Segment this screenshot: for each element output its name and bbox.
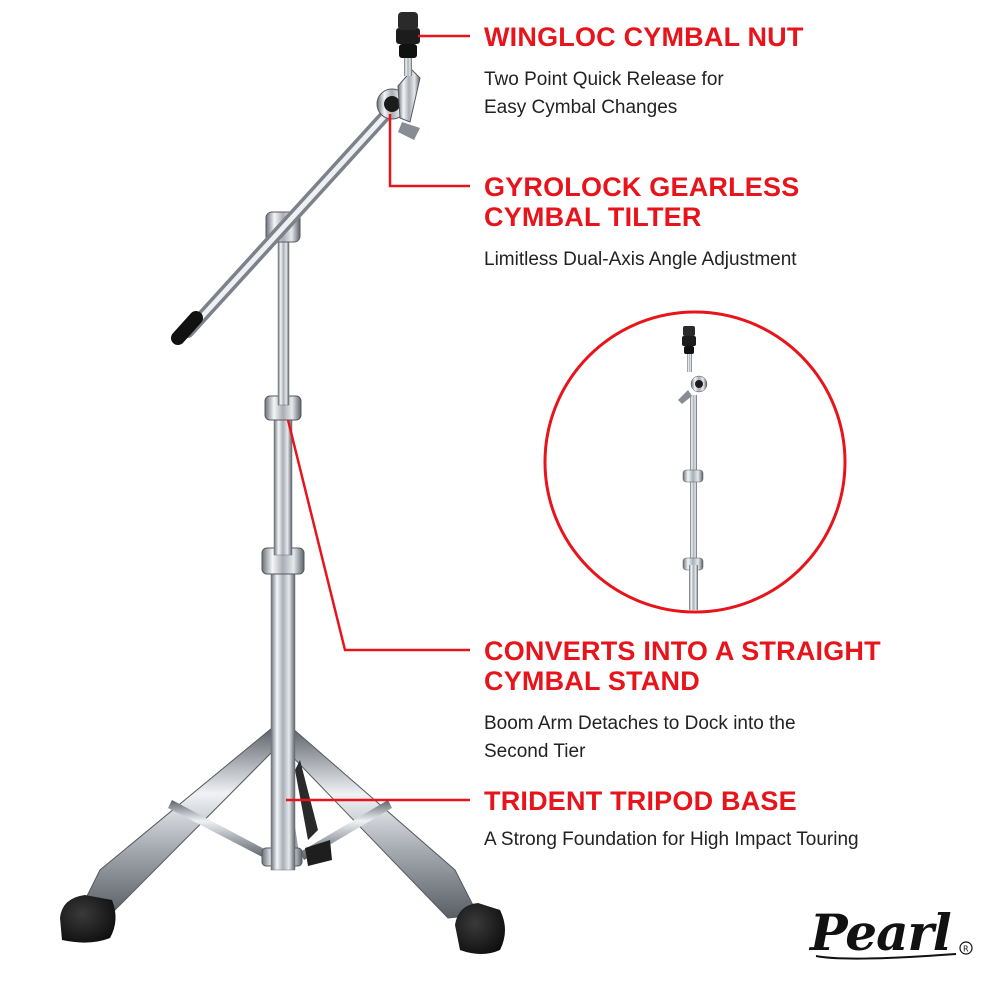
svg-text:R: R <box>963 945 969 954</box>
tripod-base <box>79 727 479 919</box>
feature-description: A Strong Foundation for High Impact Tour… <box>484 829 859 850</box>
boom-cymbal-stand-image <box>60 12 505 954</box>
callout-line-straight <box>286 419 470 652</box>
feature-description: Two Point Quick Release for Easy Cymbal … <box>484 69 724 118</box>
pearl-logo: Pearl R <box>808 903 973 962</box>
boom-arm <box>171 102 398 345</box>
wingloc-cymbal-nut <box>396 12 420 76</box>
feature-wingloc-cymbal-nut: WINGLOC CYMBAL NUT Two Point Quick Relea… <box>484 22 804 122</box>
feature-gyrolock-tilter: GYROLOCK GEARLESS CYMBAL TILTER Limitles… <box>484 172 799 274</box>
feature-title: GYROLOCK GEARLESS CYMBAL TILTER <box>484 172 800 232</box>
straight-cymbal-stand-inset-image <box>543 310 847 614</box>
svg-text:Pearl: Pearl <box>808 903 951 962</box>
feature-title: CONVERTS INTO A STRAIGHT CYMBAL STAND <box>484 636 881 696</box>
feature-title: WINGLOC CYMBAL NUT <box>484 22 804 52</box>
feature-trident-tripod-base: TRIDENT TRIPOD BASE A Strong Foundation … <box>484 786 859 854</box>
callout-line-gyrolock <box>388 114 470 188</box>
feature-title: TRIDENT TRIPOD BASE <box>484 786 797 816</box>
feature-converts-straight-stand: CONVERTS INTO A STRAIGHT CYMBAL STAND Bo… <box>484 636 881 766</box>
callout-lines <box>286 34 470 802</box>
rubber-feet <box>60 895 505 954</box>
feature-description: Boom Arm Detaches to Dock into the Secon… <box>484 713 796 762</box>
gyrolock-tilter <box>376 69 421 140</box>
feature-description: Limitless Dual-Axis Angle Adjustment <box>484 249 797 270</box>
